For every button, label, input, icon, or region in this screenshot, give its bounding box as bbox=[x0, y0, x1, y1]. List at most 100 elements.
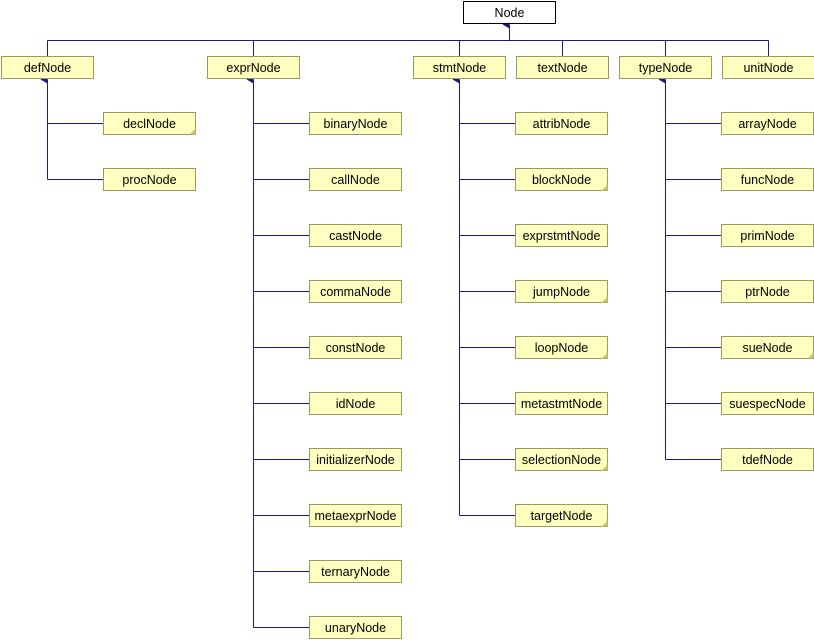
node-id-node[interactable]: idNode bbox=[309, 392, 402, 415]
node-label: constNode bbox=[326, 341, 386, 355]
node-exprstmt-node[interactable]: exprstmtNode bbox=[515, 224, 608, 247]
node-label: ptrNode bbox=[745, 285, 790, 299]
node-box bbox=[309, 336, 402, 359]
node-suespec-node[interactable]: suespecNode bbox=[721, 392, 814, 415]
node-label: metastmtNode bbox=[521, 397, 602, 411]
node-label: procNode bbox=[122, 173, 176, 187]
node-box bbox=[463, 1, 556, 24]
node-box bbox=[515, 448, 608, 471]
edges bbox=[40, 20, 769, 628]
node-label: arrayNode bbox=[738, 117, 796, 131]
node-ptr-node[interactable]: ptrNode bbox=[721, 280, 814, 303]
node-target-node[interactable]: targetNode bbox=[515, 504, 608, 527]
fold-corner-icon bbox=[601, 352, 608, 359]
node-label: exprstmtNode bbox=[523, 229, 601, 243]
node-label: blockNode bbox=[532, 173, 591, 187]
node-jump-node[interactable]: jumpNode bbox=[515, 280, 608, 303]
node-label: typeNode bbox=[639, 61, 693, 75]
node-label: suespecNode bbox=[729, 397, 805, 411]
node-binary-node[interactable]: binaryNode bbox=[309, 112, 402, 135]
node-label: idNode bbox=[336, 397, 376, 411]
fold-corner-icon bbox=[807, 352, 814, 359]
node-label: declNode bbox=[123, 117, 176, 131]
node-label: loopNode bbox=[535, 341, 589, 355]
node-metaexpr-node[interactable]: metaexprNode bbox=[309, 504, 402, 527]
node-label: primNode bbox=[740, 229, 794, 243]
fold-corner-icon bbox=[601, 296, 608, 303]
node-const-node[interactable]: constNode bbox=[309, 336, 402, 359]
node-def-node[interactable]: defNode bbox=[1, 56, 94, 79]
node-label: initializerNode bbox=[316, 453, 395, 467]
node-box bbox=[103, 168, 196, 191]
node-type-node[interactable]: typeNode bbox=[619, 56, 712, 79]
node-box bbox=[515, 224, 608, 247]
node-label: commaNode bbox=[320, 285, 391, 299]
node-box bbox=[515, 504, 608, 527]
node-sue-node[interactable]: sueNode bbox=[721, 336, 814, 359]
node-initializer-node[interactable]: initializerNode bbox=[309, 448, 402, 471]
node-ternary-node[interactable]: ternaryNode bbox=[309, 560, 402, 583]
node-box bbox=[619, 56, 712, 79]
node-label: defNode bbox=[24, 61, 71, 75]
node-box bbox=[515, 168, 608, 191]
node-box bbox=[309, 392, 402, 415]
node-block-node[interactable]: blockNode bbox=[515, 168, 608, 191]
node-call-node[interactable]: callNode bbox=[309, 168, 402, 191]
node-box bbox=[207, 56, 300, 79]
node-box bbox=[309, 168, 402, 191]
node-tdef-node[interactable]: tdefNode bbox=[721, 448, 814, 471]
node-decl-node[interactable]: declNode bbox=[103, 112, 196, 135]
node-box bbox=[515, 336, 608, 359]
node-prim-node[interactable]: primNode bbox=[721, 224, 814, 247]
node-text-node[interactable]: textNode bbox=[516, 56, 609, 79]
node-label: exprNode bbox=[226, 61, 280, 75]
node-label: Node bbox=[495, 6, 525, 20]
node-attrib-node[interactable]: attribNode bbox=[515, 112, 608, 135]
node-box bbox=[309, 224, 402, 247]
node-func-node[interactable]: funcNode bbox=[721, 168, 814, 191]
node-box bbox=[309, 112, 402, 135]
node-proc-node[interactable]: procNode bbox=[103, 168, 196, 191]
node-box bbox=[1, 56, 94, 79]
node-unit-node[interactable]: unitNode bbox=[722, 56, 814, 79]
node-label: unaryNode bbox=[325, 621, 386, 635]
node-box bbox=[515, 112, 608, 135]
node-box bbox=[309, 448, 402, 471]
node-selection-node[interactable]: selectionNode bbox=[515, 448, 608, 471]
node-array-node[interactable]: arrayNode bbox=[721, 112, 814, 135]
fold-corner-icon bbox=[189, 128, 196, 135]
node-expr-node[interactable]: exprNode bbox=[207, 56, 300, 79]
node-label: callNode bbox=[331, 173, 380, 187]
node-label: castNode bbox=[329, 229, 382, 243]
node-box bbox=[309, 616, 402, 639]
node-label: stmtNode bbox=[433, 61, 487, 75]
node-label: attribNode bbox=[533, 117, 591, 131]
node-label: ternaryNode bbox=[321, 565, 390, 579]
node-box bbox=[309, 280, 402, 303]
node-box bbox=[515, 392, 608, 415]
node-metastmt-node[interactable]: metastmtNode bbox=[515, 392, 608, 415]
node-loop-node[interactable]: loopNode bbox=[515, 336, 608, 359]
node-label: sueNode bbox=[742, 341, 792, 355]
node-box bbox=[309, 560, 402, 583]
node-box bbox=[413, 56, 506, 79]
node-box bbox=[309, 504, 402, 527]
node-label: funcNode bbox=[741, 173, 795, 187]
fold-corner-icon bbox=[601, 464, 608, 471]
node-node[interactable]: Node bbox=[463, 1, 556, 24]
node-comma-node[interactable]: commaNode bbox=[309, 280, 402, 303]
node-box bbox=[515, 280, 608, 303]
node-label: selectionNode bbox=[522, 453, 601, 467]
node-box bbox=[516, 56, 609, 79]
node-box bbox=[722, 56, 814, 79]
node-box bbox=[103, 112, 196, 135]
node-label: metaexprNode bbox=[315, 509, 397, 523]
node-unary-node[interactable]: unaryNode bbox=[309, 616, 402, 639]
node-label: binaryNode bbox=[324, 117, 388, 131]
node-stmt-node[interactable]: stmtNode bbox=[413, 56, 506, 79]
node-cast-node[interactable]: castNode bbox=[309, 224, 402, 247]
fold-corner-icon bbox=[601, 184, 608, 191]
node-label: tdefNode bbox=[742, 453, 793, 467]
